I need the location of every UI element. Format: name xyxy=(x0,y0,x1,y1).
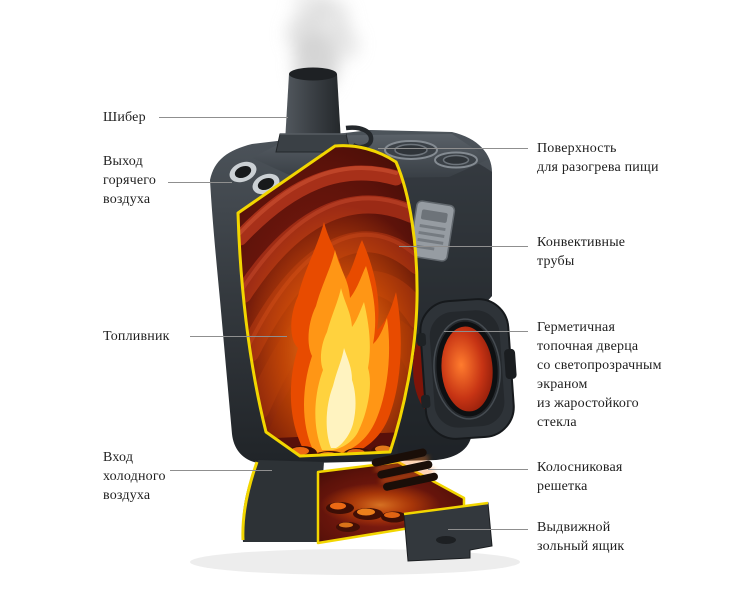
leader-line-convection-tubes xyxy=(399,246,528,247)
label-firebox: Топливник xyxy=(103,329,170,344)
cut-edge-outline xyxy=(236,144,419,458)
leader-line-cold-air-inlet xyxy=(170,470,272,471)
pedestal-base xyxy=(241,460,324,542)
door-handle-icon xyxy=(504,348,517,380)
leader-line-firebox xyxy=(190,336,287,337)
leader-line-damper xyxy=(159,117,288,118)
grate-bars xyxy=(371,448,438,491)
stove-door xyxy=(413,298,517,440)
firebox-interior xyxy=(238,145,418,456)
base-coals xyxy=(326,502,407,532)
leader-line-grate xyxy=(428,469,528,470)
chimney-pipe xyxy=(285,67,341,142)
label-ash-drawer: Выдвижной зольный ящик xyxy=(537,520,625,554)
leader-line-cooking-surface xyxy=(378,148,528,149)
label-grate: Колосниковая решетка xyxy=(537,460,623,494)
label-convection-tubes: Конвективные трубы xyxy=(537,235,626,269)
leader-line-hot-air-outlet xyxy=(168,182,232,183)
label-cooking-surface: Поверхность для разогрева пищи xyxy=(537,141,659,175)
leader-line-ash-drawer xyxy=(448,529,528,530)
door-glass xyxy=(436,321,498,417)
label-cold-air-inlet: Вход холодного воздуха xyxy=(103,450,166,503)
ash-drawer xyxy=(403,501,493,562)
label-hot-air-outlet: Выход горячего воздуха xyxy=(103,154,157,207)
label-damper: Шибер xyxy=(103,110,146,125)
label-sealed-door: Герметичная топочная дверца со светопроз… xyxy=(537,320,662,430)
flames xyxy=(290,222,401,456)
ash-drawer-handle-icon xyxy=(436,536,456,544)
leader-line-sealed-door xyxy=(444,331,528,332)
hotplate-rings xyxy=(384,140,478,169)
